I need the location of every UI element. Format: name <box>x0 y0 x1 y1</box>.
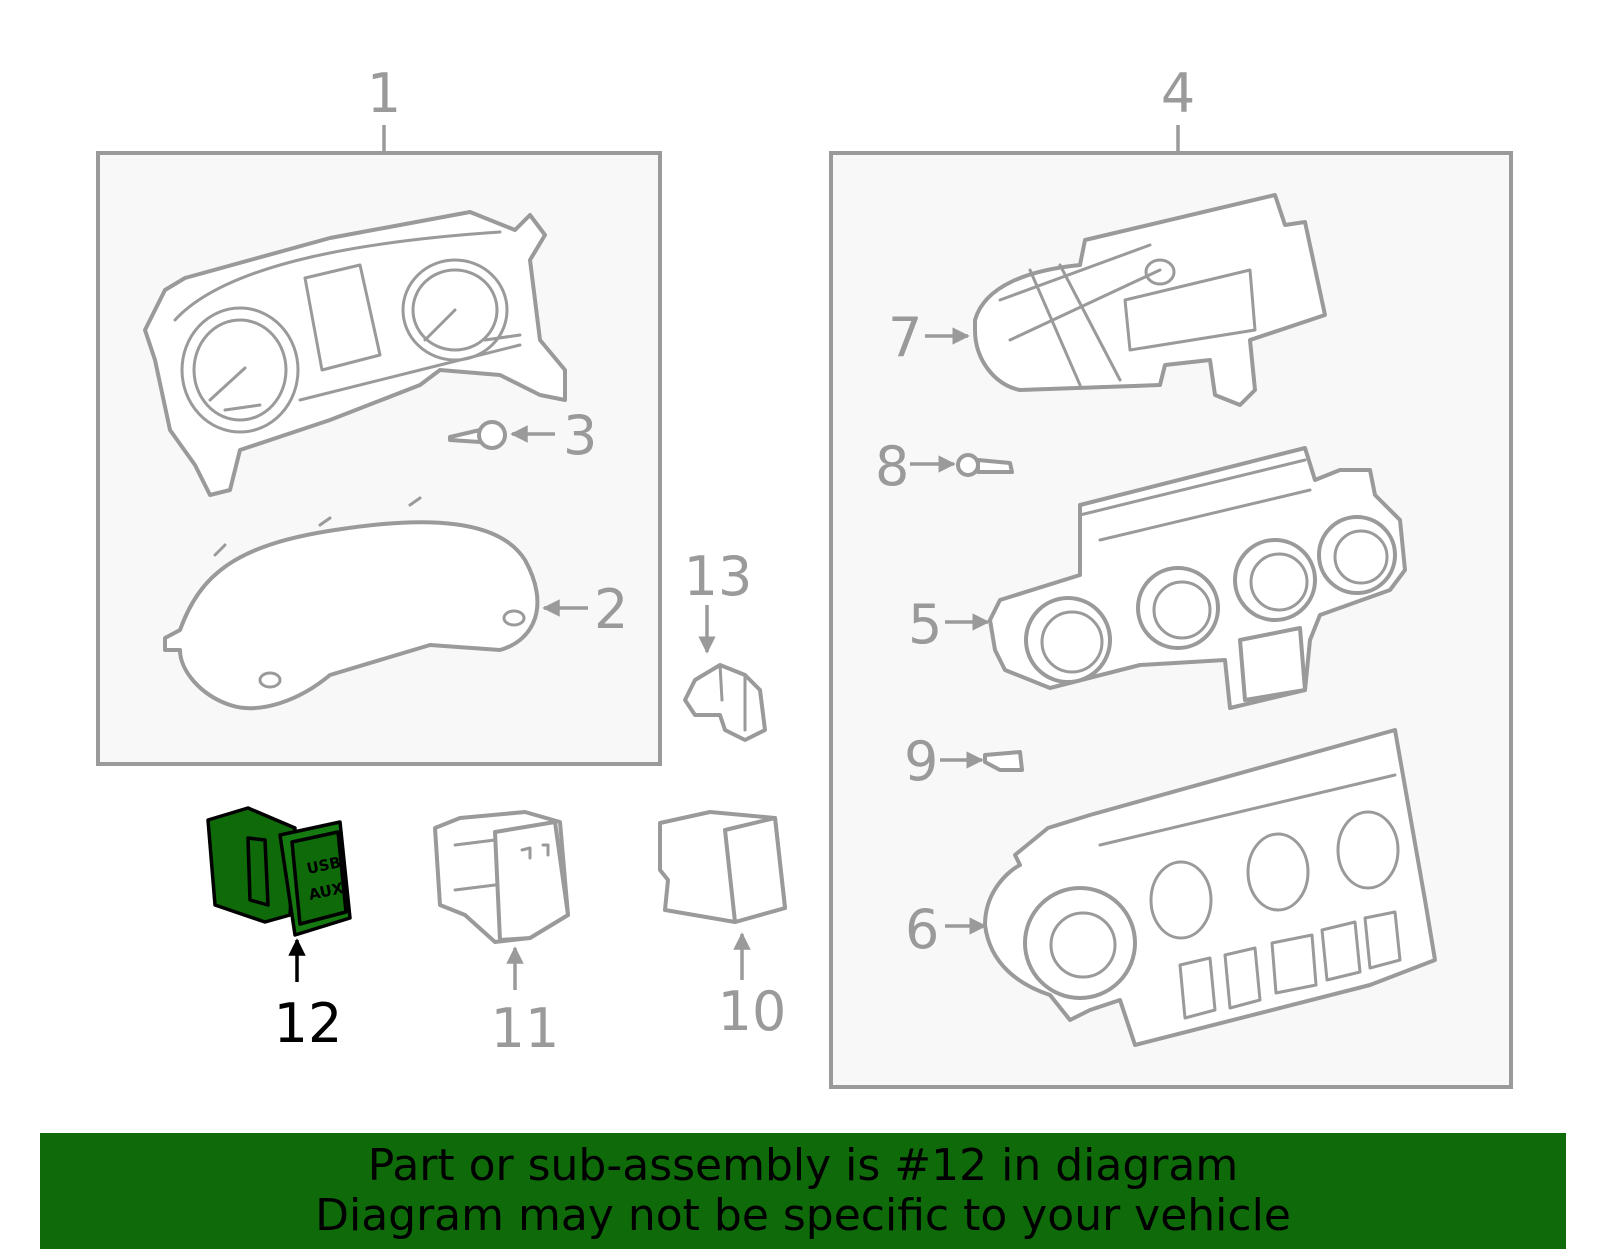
footer-banner: Part or sub-assembly is #12 in diagram D… <box>40 1133 1566 1249</box>
instrument-cluster-part <box>143 210 567 497</box>
switch-blank-part: 10 <box>658 810 787 1043</box>
usb-aux-jack-highlighted-part[interactable]: USB AUX 12 <box>206 806 352 1055</box>
callout-10: 10 <box>718 980 787 1043</box>
control-panel-part: 5 <box>908 446 1407 710</box>
callout-4: 4 <box>1161 62 1195 125</box>
callout-6: 6 <box>905 898 939 961</box>
footer-line-2: Diagram may not be specific to your vehi… <box>315 1190 1291 1241</box>
screw-part-8: 8 <box>875 435 1014 498</box>
callout-11: 11 <box>491 997 560 1060</box>
callout-1: 1 <box>367 62 401 125</box>
connector-part: 13 <box>683 545 767 742</box>
callout-13: 13 <box>684 545 753 608</box>
switch-part: 11 <box>433 810 570 1060</box>
clip-part: 9 <box>904 730 1024 793</box>
callout-12: 12 <box>274 992 343 1055</box>
cluster-lens-part: 2 <box>163 496 628 711</box>
callout-7: 7 <box>888 306 922 369</box>
control-housing-part: 7 <box>888 193 1327 407</box>
callout-5: 5 <box>908 593 942 656</box>
callout-3: 3 <box>563 404 597 467</box>
screw-part: 3 <box>448 404 597 467</box>
control-faceplate-part: 6 <box>905 728 1437 1047</box>
callout-2: 2 <box>594 578 628 641</box>
footer-line-1: Part or sub-assembly is #12 in diagram <box>367 1140 1239 1191</box>
callout-9: 9 <box>904 730 938 793</box>
callout-8: 8 <box>875 435 909 498</box>
